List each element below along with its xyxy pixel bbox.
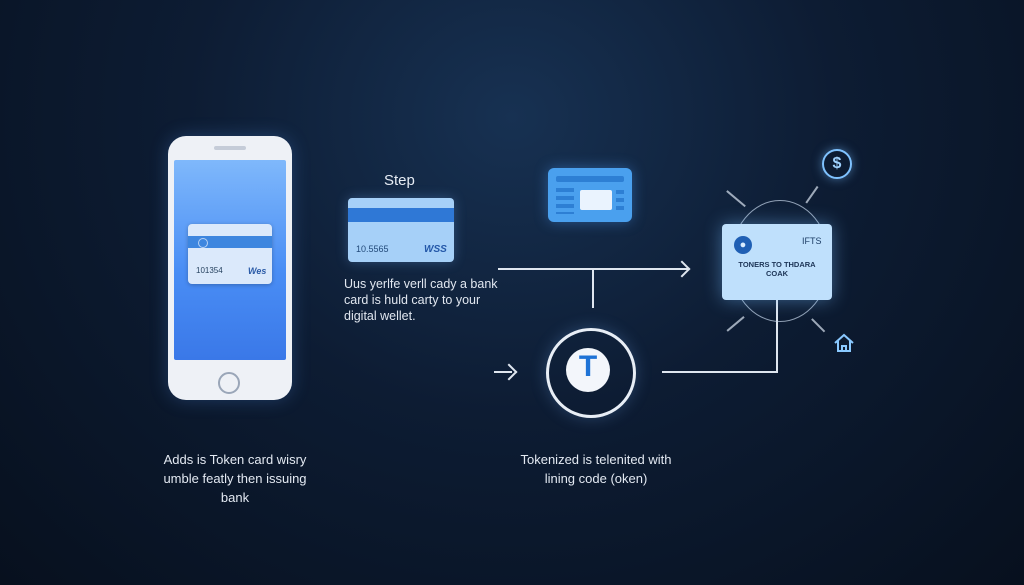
phone-speaker: [214, 146, 246, 150]
card-number: 101354: [196, 266, 223, 275]
token-card-caption: TONERS TO THDARA COAK: [738, 260, 816, 278]
token-card-label: IFTS: [802, 236, 822, 246]
glow-ray: [726, 190, 746, 207]
token-card: ● IFTS TONERS TO THDARA COAK: [722, 224, 832, 300]
token-letter: T: [578, 350, 598, 383]
browser-window-icon: [548, 168, 632, 222]
home-button[interactable]: [218, 372, 240, 394]
connector-line: [776, 300, 778, 373]
caption-left: Adds is Token card wisry umble featly th…: [163, 452, 307, 505]
chip-icon: [198, 238, 208, 248]
caption-token: Tokenized is telenited with lining code …: [520, 452, 672, 486]
connector-line: [498, 268, 688, 270]
arrow-right-icon: [673, 260, 691, 278]
window-menu-lines: [556, 188, 574, 214]
connector-line: [662, 371, 778, 373]
dollar-icon: $: [822, 149, 852, 179]
card-brand: Wes: [248, 266, 267, 276]
bank-card: 10.5565 WSS: [348, 198, 454, 262]
window-content: [580, 190, 612, 210]
wallet-card[interactable]: 101354 Wes: [188, 224, 272, 284]
token-badge: [566, 348, 610, 392]
connector-line: [592, 270, 594, 308]
glow-ray: [805, 185, 819, 204]
connector-line: [494, 371, 512, 373]
card-stripe: [188, 236, 272, 248]
smartphone: 101354 Wes: [168, 136, 292, 400]
arrow-right-icon: [500, 363, 518, 381]
step-description: Uus yerlfe verll cady a bank card is hul…: [344, 277, 498, 323]
step-title: Step: [384, 172, 415, 189]
card-stripe: [348, 208, 454, 222]
home-icon: [834, 333, 854, 352]
seal-icon: ●: [734, 236, 752, 254]
token-ring: [546, 328, 636, 418]
card-number: 10.5565: [356, 244, 389, 254]
glow-ray: [726, 316, 745, 332]
phone-screen: 101354 Wes: [174, 160, 286, 360]
window-side-lines: [616, 190, 624, 210]
card-brand: WSS: [424, 244, 447, 255]
glow-ray: [811, 318, 826, 333]
window-titlebar: [556, 176, 624, 182]
